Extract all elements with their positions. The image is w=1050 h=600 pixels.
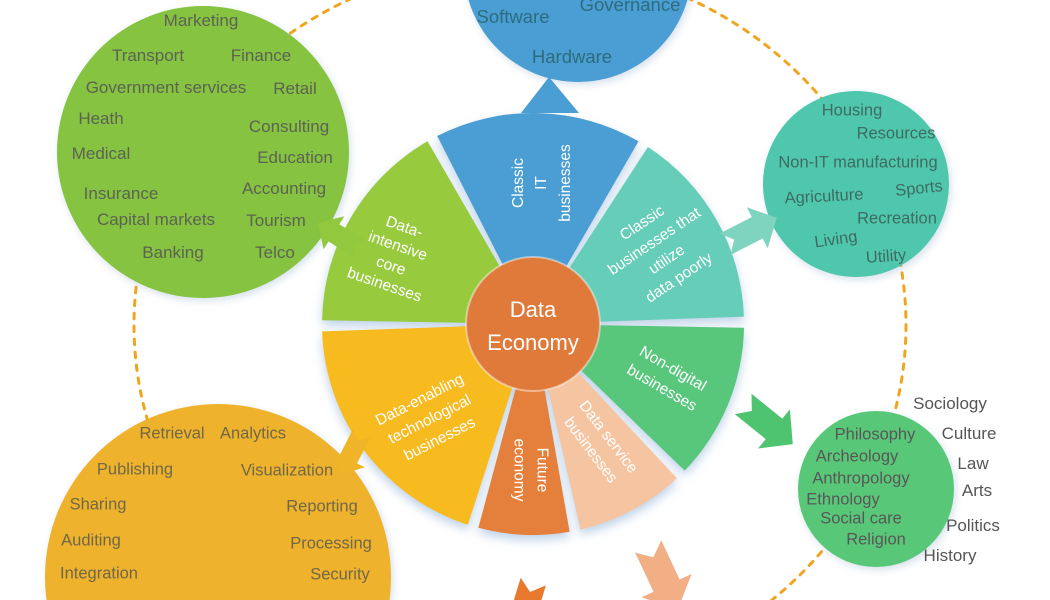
core-item-label: Transport (111, 46, 185, 65)
core-item-label: Capital markets (96, 210, 216, 229)
it-item-label: Governance (579, 0, 681, 15)
arrow-to-social-sciences (734, 393, 793, 449)
enabling-item-label: Security (310, 565, 370, 584)
satellite-circle-core-businesses (57, 6, 349, 298)
wedge-future-economy (478, 324, 570, 535)
arrow-to-it-businesses (521, 77, 579, 113)
poor-item-label: Utility (865, 246, 907, 267)
poor-item-label: Resources (856, 124, 936, 143)
center-title: Data Economy (487, 293, 579, 359)
outside-item-label: History (923, 546, 977, 565)
enabling-item-label: Analytics (219, 424, 287, 443)
wedge-label-future-economy: Future economy (510, 438, 551, 502)
core-item-label: Telco (255, 243, 295, 262)
arrow-to-enabling-businesses (332, 429, 371, 475)
satellite-circle-enabling-businesses (45, 404, 391, 600)
dashed-orbit-ring (132, 0, 908, 600)
social-item-label: Anthropology (812, 469, 910, 488)
core-item-label: Government services (85, 78, 247, 97)
center-title-line: Data (509, 297, 557, 322)
enabling-item-label: Reporting (286, 497, 358, 516)
data-economy-wheel (322, 113, 744, 535)
wedge-classic-businesses-poor-data (533, 147, 744, 324)
wedge-data-enabling (322, 324, 533, 525)
satellite-circle-poor-data-businesses (763, 91, 949, 277)
enabling-item-label: Auditing (61, 531, 121, 550)
arrow-to-poor-data-businesses (719, 207, 777, 255)
satellite-circle-social-sciences (798, 411, 954, 567)
outside-item-label: Culture (941, 424, 997, 443)
enabling-item-label: Visualization (240, 461, 334, 480)
social-item-label: Philosophy (834, 425, 916, 444)
arrow-from-future-economy (513, 577, 546, 600)
wedge-label-classic-it: Classic IT businesses (510, 144, 574, 222)
core-item-label: Banking (142, 243, 204, 262)
core-item-label: Accounting (241, 179, 327, 198)
it-item-label: Hardware (531, 46, 613, 67)
center-title-line: Economy (487, 330, 579, 355)
core-item-label: Insurance (83, 184, 159, 203)
wedge-classic-it (437, 113, 639, 324)
arrow-from-data-service (635, 540, 692, 600)
core-item-label: Tourism (246, 211, 306, 230)
poor-item-label: Housing (821, 101, 883, 120)
enabling-item-label: Publishing (96, 460, 174, 479)
core-item-label: Consulting (248, 117, 330, 136)
core-item-label: Education (257, 148, 333, 167)
arrow-to-core-businesses (318, 216, 366, 258)
outside-item-label: Sociology (913, 394, 987, 413)
satellite-circle-it-businesses (468, 0, 688, 82)
core-item-label: Medical (71, 144, 131, 163)
core-item-label: Finance (230, 46, 292, 65)
it-item-label: Software (476, 6, 550, 27)
poor-item-label: Recreation (857, 209, 937, 228)
social-item-label: Social care (820, 509, 902, 528)
poor-item-label: Non-IT manufacturing (778, 153, 938, 172)
enabling-item-label: Processing (290, 534, 372, 553)
enabling-item-label: Retrieval (139, 424, 205, 443)
core-item-label: Heath (78, 109, 124, 128)
social-item-label: Ethnology (806, 490, 880, 509)
wedge-data-intensive (322, 141, 533, 324)
center-circle (465, 256, 601, 392)
core-item-label: Marketing (163, 11, 239, 30)
social-item-label: Religion (846, 530, 906, 549)
outside-item-label: Law (957, 454, 989, 473)
enabling-item-label: Sharing (69, 495, 127, 514)
core-item-label: Retail (273, 79, 317, 98)
outside-item-label: Arts (961, 481, 993, 500)
outside-item-label: Politics (946, 516, 1000, 535)
social-item-label: Archeology (815, 447, 899, 466)
enabling-item-label: Integration (60, 564, 138, 583)
